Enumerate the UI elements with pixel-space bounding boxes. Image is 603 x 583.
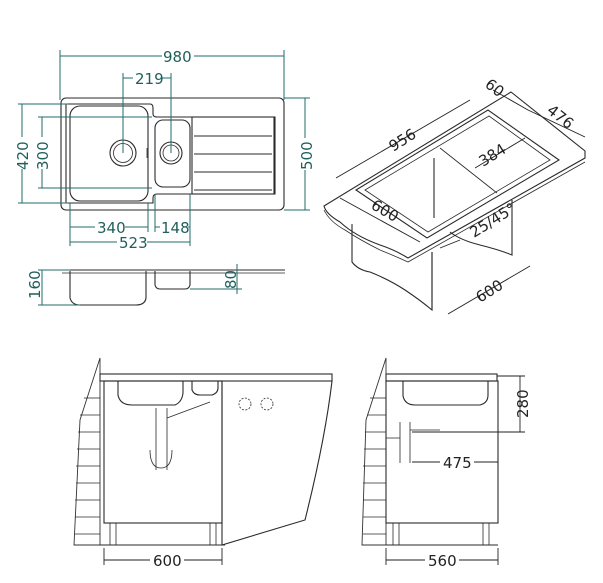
dim-cabinet-width-iso: 600 [473, 276, 507, 306]
dim-bowls-total-width: 523 [119, 234, 148, 252]
dim-worktop-thickness: 25/45° [467, 199, 520, 241]
cabinet-side-frame [385, 380, 499, 524]
dim-side-bowl-depth: 280 [514, 389, 532, 418]
dim-cutout-depth: 476 [544, 101, 578, 133]
side-view: 280 475 560 [361, 357, 532, 570]
dim-overall-depth: 500 [298, 141, 316, 170]
tap-hole [260, 397, 274, 411]
small-bowl [154, 119, 191, 188]
dim-side-cabinet-depth: 560 [428, 552, 457, 570]
dim-small-bowl-width: 148 [161, 219, 190, 237]
section-view: 160 80 [26, 264, 285, 306]
dim-small-bowl-section-depth: 80 [222, 270, 240, 289]
side-bowl [402, 381, 489, 406]
worktop [323, 91, 586, 259]
main-bowl-profile [69, 271, 147, 306]
dim-iso-bowl-width: 384 [476, 140, 510, 170]
sink-cutout [354, 109, 561, 239]
front-small-bowl [191, 381, 219, 396]
drainer [191, 116, 275, 195]
dim-main-bowl-width: 340 [97, 219, 126, 237]
sink-outer-rim [60, 97, 285, 211]
dim-worktop-depth: 600 [368, 196, 402, 226]
adjacent-cabinet [221, 380, 333, 546]
front-view: 600 [73, 357, 333, 570]
front-main-bowl [117, 381, 184, 406]
worktop-side [385, 373, 498, 382]
small-bowl-profile [154, 271, 191, 290]
main-bowl [69, 105, 149, 202]
top-view: 980 219 420 300 500 340 14 [12, 46, 316, 252]
dim-bowl-centers: 219 [135, 70, 164, 88]
worktop-front [99, 373, 333, 382]
cabinet-front [351, 224, 433, 312]
dim-overall-depth-main: 420 [14, 141, 32, 170]
dim-front-cabinet-width: 600 [153, 552, 182, 570]
dim-main-bowl-section-depth: 160 [26, 270, 44, 299]
dim-bowl-depth: 300 [34, 141, 52, 170]
dim-overall-width: 980 [163, 48, 192, 66]
dim-drain-offset: 475 [443, 454, 472, 472]
isometric-view: 956 60 476 384 600 25/45° 600 [323, 75, 586, 315]
sink-inner-rim [65, 103, 276, 204]
tap-hole [238, 397, 252, 411]
